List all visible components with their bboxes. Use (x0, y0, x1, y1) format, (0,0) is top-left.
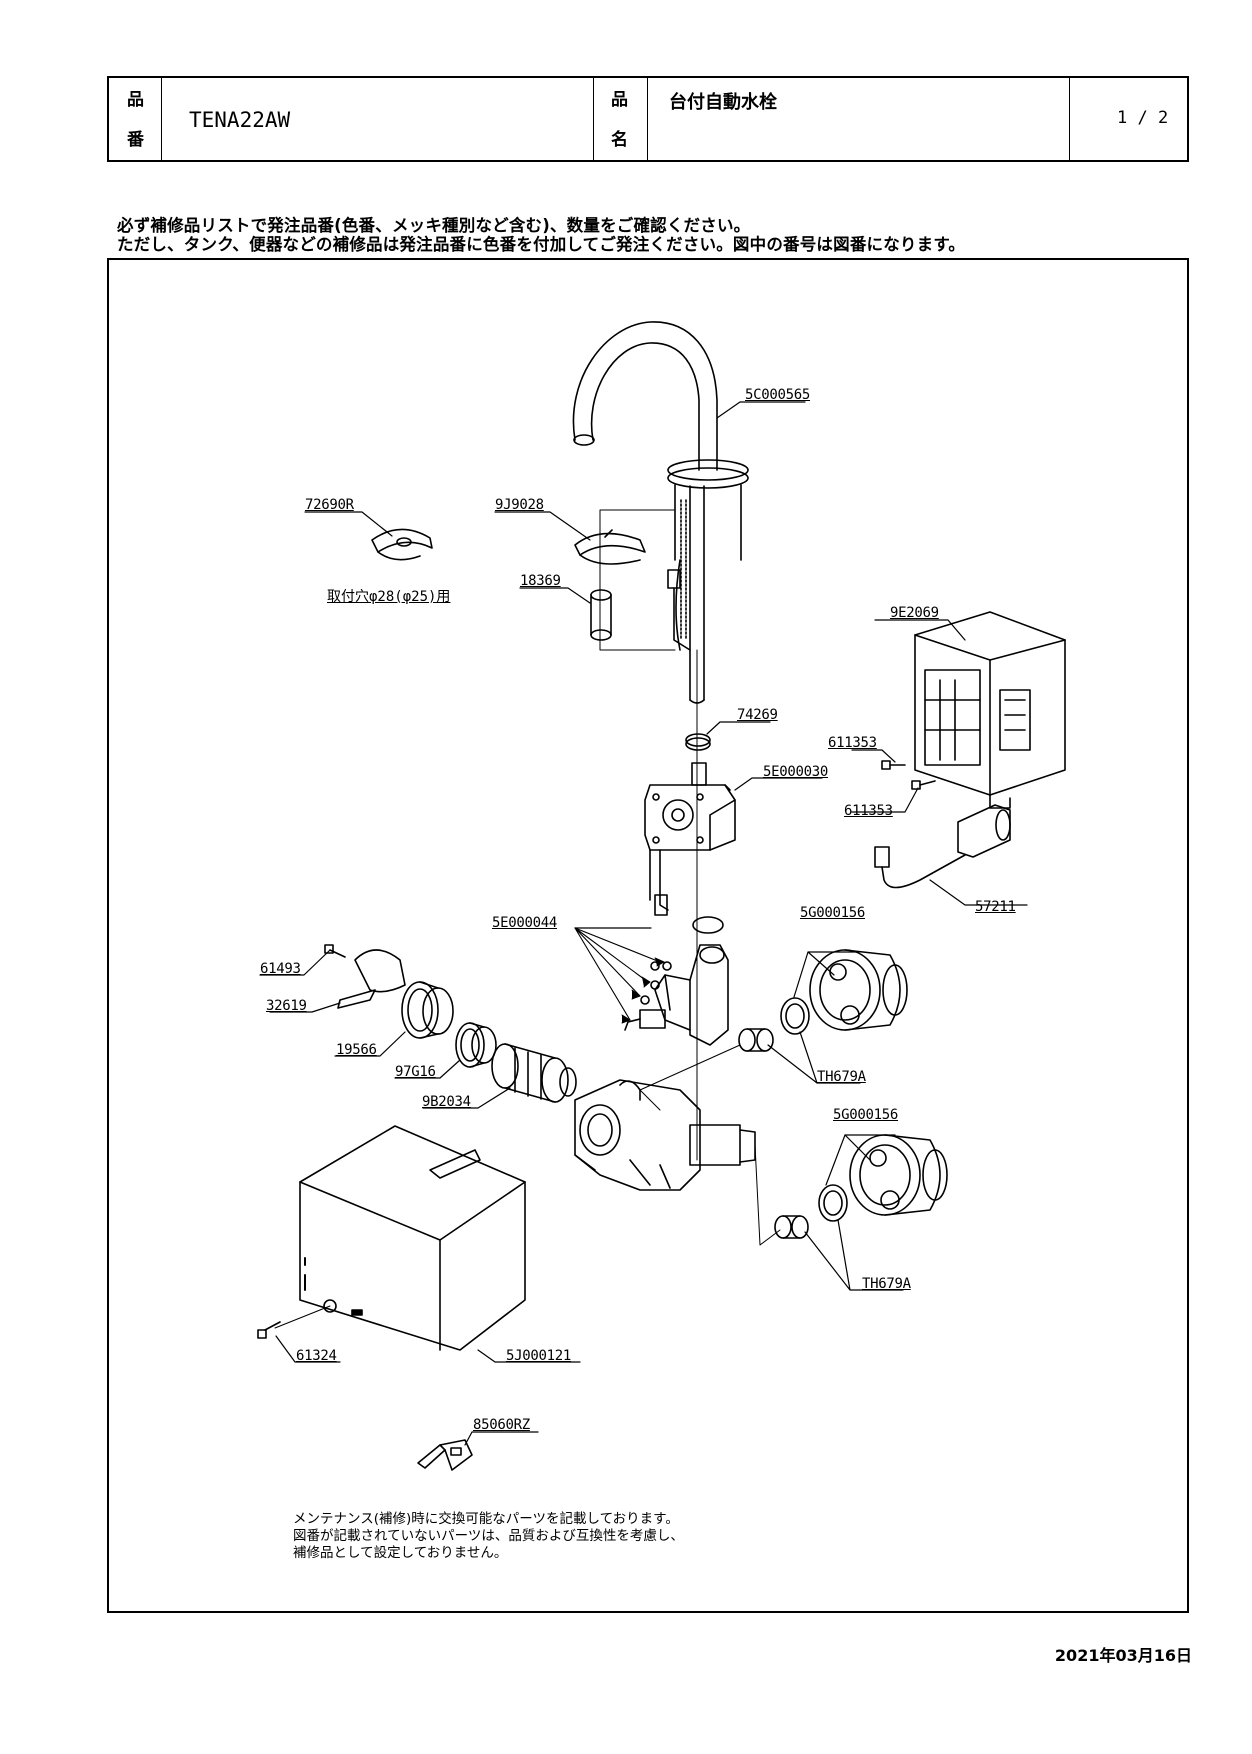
product-number: TENA22AW (189, 108, 291, 132)
part-label-611353[interactable]: 611353 (844, 803, 893, 819)
maintenance-note-line: メンテナンス(補修)時に交換可能なパーツを記載しております。 (293, 1511, 679, 1527)
header-table: 品 番 TENA22AW 品 名 台付自動水栓 1 / 2 (107, 76, 1189, 162)
part-label-5E000044[interactable]: 5E000044 (492, 915, 558, 931)
part-label-5J000121[interactable]: 5J000121 (506, 1348, 572, 1364)
maintenance-note-line: 図番が記載されていないパーツは、品質および互換性を考慮し、 (293, 1528, 684, 1544)
part-label-61493[interactable]: 61493 (260, 961, 301, 977)
sensor-drawing (874, 804, 1011, 889)
product-name-label: 品 (611, 90, 628, 110)
clamp-ring-drawing (574, 529, 646, 565)
part-label-5G000156[interactable]: 5G000156 (833, 1107, 899, 1123)
part-label-18369[interactable]: 18369 (520, 573, 561, 589)
part-label-5G000156[interactable]: 5G000156 (800, 905, 866, 921)
part-label-32619[interactable]: 32619 (266, 998, 307, 1014)
solenoid-valve-drawing (644, 762, 736, 916)
clamp-ring-drawing (371, 528, 433, 561)
part-label-TH679A[interactable]: TH679A (817, 1069, 866, 1085)
part-label-85060RZ[interactable]: 85060RZ (473, 1417, 530, 1433)
part-label-97G16[interactable]: 97G16 (395, 1064, 436, 1080)
mounting-hole-note: 取付穴φ28(φ25)用 (327, 589, 451, 605)
product-number-label: 品 (127, 90, 144, 110)
part-label-74269[interactable]: 74269 (737, 707, 778, 723)
maintenance-note-line: 補修品として設定しておりません。 (293, 1545, 508, 1561)
part-label-19566[interactable]: 19566 (336, 1042, 377, 1058)
part-label-9E2069[interactable]: 9E2069 (890, 605, 939, 621)
handle-assembly-drawing (324, 944, 577, 1103)
diagram-frame (107, 258, 1189, 1613)
part-label-57211[interactable]: 57211 (975, 899, 1016, 915)
product-number-label: 番 (127, 130, 144, 150)
mixing-valve-body-drawing (574, 1079, 756, 1191)
part-label-9J9028[interactable]: 9J9028 (495, 497, 544, 513)
sleeve-drawing (590, 589, 612, 641)
screw-drawing (881, 760, 936, 790)
part-label-5E000030[interactable]: 5E000030 (763, 764, 829, 780)
part-label-9B2034[interactable]: 9B2034 (422, 1094, 471, 1110)
issue-date: 2021年03月16日 (1054, 1646, 1192, 1665)
cable-connector-drawing (667, 569, 691, 651)
clip-drawing (685, 733, 711, 751)
part-label-5C000565[interactable]: 5C000565 (745, 387, 811, 403)
cover-drawing (299, 1125, 526, 1351)
page-number: 1 / 2 (1117, 108, 1169, 128)
header-divider (593, 78, 594, 160)
header-divider (161, 78, 162, 160)
product-name: 台付自動水栓 (669, 92, 777, 113)
part-label-72690R[interactable]: 72690R (305, 497, 354, 513)
screw-drawing (257, 1321, 281, 1339)
key-drawing (417, 1439, 473, 1471)
part-label-TH679A[interactable]: TH679A (862, 1276, 911, 1292)
check-valve-housing-drawing (738, 949, 908, 1052)
maintenance-note: メンテナンス(補修)時に交換可能なパーツを記載しております。 図番が記載されてい… (293, 1511, 684, 1562)
product-name-label: 名 (611, 130, 628, 150)
header-divider (647, 78, 648, 160)
controller-box-drawing (914, 611, 1066, 809)
notice-line-2: ただし、タンク、便器などの補修品は発注品番に色番を付加してご発注ください。図中の… (117, 235, 966, 254)
valve-body-drawing (624, 916, 729, 1046)
header-divider (1069, 78, 1070, 160)
part-label-61324[interactable]: 61324 (296, 1348, 337, 1364)
part-label-611353[interactable]: 611353 (828, 735, 877, 751)
notice-line-1: 必ず補修品リストで発注品番(色番、メッキ種別など含む)、数量をご確認ください。 (117, 216, 751, 235)
